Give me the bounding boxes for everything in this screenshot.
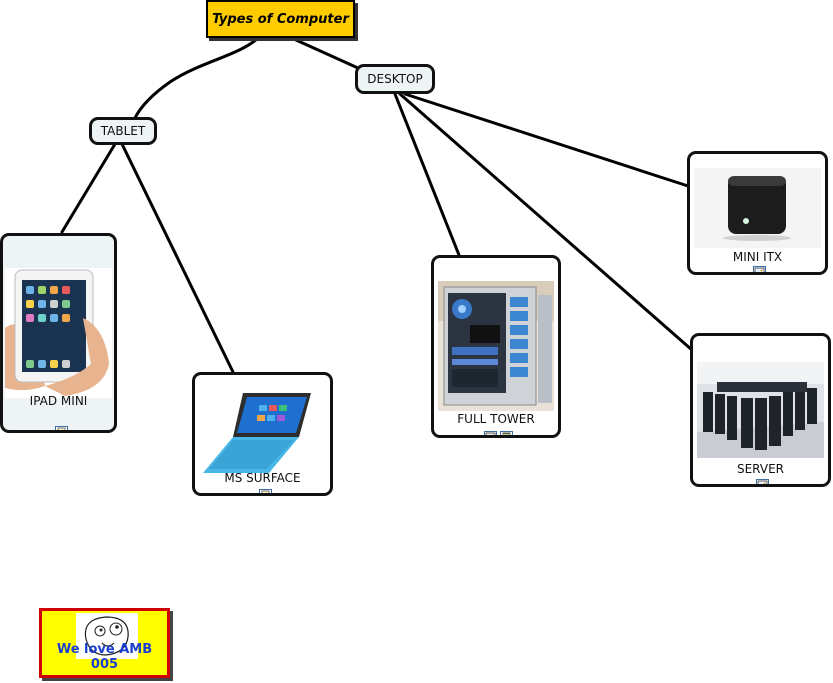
desktop-label: DESKTOP xyxy=(367,72,423,86)
mini-itx-image xyxy=(694,168,821,248)
image-resource-icon[interactable] xyxy=(484,431,497,435)
video-resource-icon[interactable] xyxy=(500,431,513,435)
ipad-mini-label: IPAD MINI xyxy=(29,394,88,408)
mini-itx-label: MINI ITX xyxy=(732,250,783,264)
full-tower-image xyxy=(438,281,554,411)
tablet-node[interactable]: TABLET xyxy=(89,117,157,145)
link-desktop-server xyxy=(398,92,694,352)
server-image xyxy=(697,362,824,458)
ms-surface-label: MS SURFACE xyxy=(224,471,301,485)
root-concept[interactable]: Types of Computer xyxy=(206,0,355,38)
link-tablet-surface xyxy=(120,142,235,374)
ipad-mini-image xyxy=(5,268,112,398)
server-label: SERVER xyxy=(736,462,784,476)
meme-face-image xyxy=(76,613,138,659)
document-resource-icon[interactable] xyxy=(259,489,272,493)
image-resource-icon[interactable] xyxy=(756,479,769,484)
we-love-badge: We love AMB 005 xyxy=(39,608,170,678)
root-label: Types of Computer xyxy=(212,11,349,27)
tablet-label: TABLET xyxy=(100,124,146,138)
link-desktop-fulltower xyxy=(393,92,461,257)
mini-itx-node[interactable]: MINI ITX xyxy=(687,151,828,275)
server-node[interactable]: SERVER xyxy=(690,333,831,487)
ipad-mini-node[interactable]: IPAD MINI xyxy=(0,233,117,433)
ms-surface-image xyxy=(199,385,326,483)
badge-text: We love AMB 005 xyxy=(56,642,153,672)
full-tower-label: FULL TOWER xyxy=(457,412,535,426)
link-desktop-miniitx xyxy=(403,92,690,188)
full-tower-node[interactable]: FULL TOWER xyxy=(431,255,561,438)
image-resource-icon[interactable] xyxy=(753,266,766,272)
ms-surface-node[interactable]: MS SURFACE xyxy=(192,372,333,496)
link-root-tablet xyxy=(133,36,260,120)
desktop-node[interactable]: DESKTOP xyxy=(355,64,435,94)
document-resource-icon[interactable] xyxy=(55,426,68,430)
link-tablet-ipad xyxy=(60,142,117,234)
link-root-desktop xyxy=(294,38,360,70)
